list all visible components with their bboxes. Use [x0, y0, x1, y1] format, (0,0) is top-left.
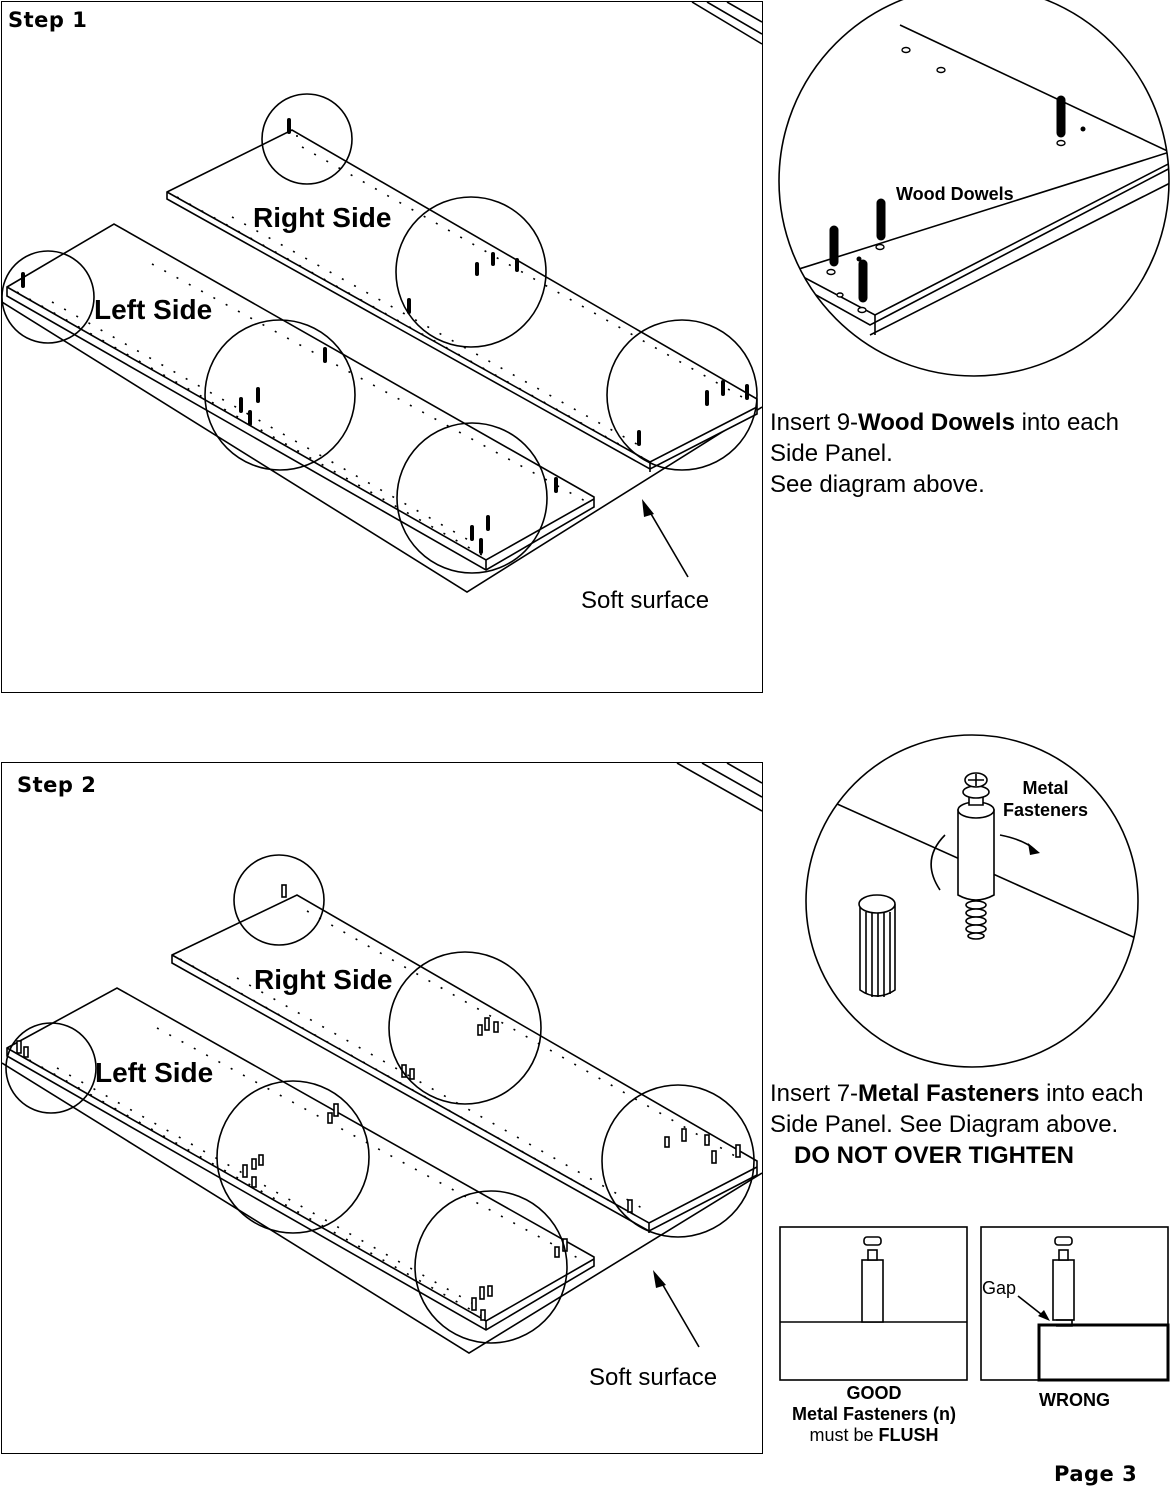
step2-instr-line1-pre: Insert 7-: [770, 1080, 859, 1107]
wrong-box-drawing: [980, 1226, 1170, 1382]
step2-instr-line3: DO NOT OVER TIGHTEN: [794, 1142, 1075, 1169]
step1-frame: Step 1 Right Side Left Side Soft surface: [1, 1, 763, 693]
good-line2: Metal Fasteners (n): [791, 1404, 957, 1424]
step1-instr-line1-post: into each: [1014, 409, 1119, 436]
good-box-drawing: [779, 1226, 968, 1381]
step1-illustration: [2, 2, 762, 593]
step1-instructions: Insert 9-Wood Dowels into each Side Pane…: [770, 407, 1170, 500]
step2-soft-surface-label: Soft surface: [589, 1364, 718, 1391]
step2-frame: Step 2 Right Side Left Side Soft surface: [1, 762, 763, 1454]
metal-callout-line1: Metal: [1022, 778, 1069, 798]
step1-instr-line1-pre: Insert 9-: [770, 409, 859, 436]
metal-fasteners-detail: [779, 734, 1170, 1382]
step2-instr-line1-bold: Metal Fasteners: [858, 1080, 1040, 1107]
metal-callout-line2: Fasteners: [1002, 800, 1089, 820]
gap-label: Gap: [982, 1278, 1017, 1298]
wrong-caption: WRONG: [1039, 1390, 1110, 1410]
wood-dowels-callout: Wood Dowels: [896, 184, 1014, 204]
good-caption: GOOD Metal Fasteners (n) must be FLUSH: [770, 1383, 978, 1446]
page-number: Page 3: [1054, 1462, 1138, 1486]
metal-fasteners-callout: Metal Fasteners: [998, 777, 1093, 821]
good-title: GOOD: [846, 1383, 902, 1403]
step2-instructions: Insert 7-Metal Fasteners into each Side …: [770, 1078, 1176, 1171]
step2-left-side-label: Left Side: [95, 1057, 214, 1088]
good-line3-bold: FLUSH: [878, 1425, 939, 1445]
good-line3-pre: must be: [809, 1425, 879, 1445]
step1-soft-surface-label: Soft surface: [581, 587, 710, 614]
step2-instr-line1-post: into each: [1039, 1080, 1144, 1107]
step1-right-side-label: Right Side: [253, 202, 392, 233]
wood-dowels-detail: [778, 0, 1170, 377]
step2-title: Step 2: [17, 773, 97, 797]
step1-instr-line1-bold: Wood Dowels: [858, 409, 1015, 436]
step1-title: Step 1: [8, 8, 88, 32]
step2-instr-line2: Side Panel. See Diagram above.: [770, 1111, 1119, 1138]
step1-instr-line2: Side Panel.: [770, 440, 893, 467]
step1-left-side-label: Left Side: [94, 294, 213, 325]
step2-right-side-label: Right Side: [254, 964, 393, 995]
step1-instr-line3: See diagram above.: [770, 471, 985, 498]
step2-illustration: [2, 763, 762, 1354]
